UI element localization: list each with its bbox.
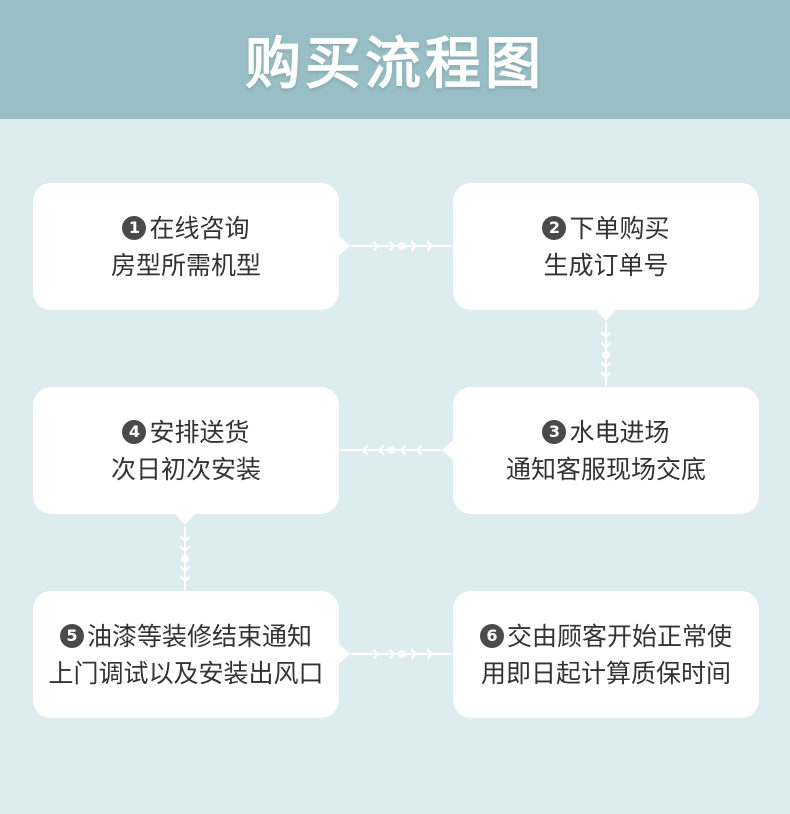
step-3-pointer — [442, 440, 453, 460]
page-title: 购买流程图 — [245, 32, 545, 97]
step-1-heading: 1 在线咨询 — [122, 210, 250, 247]
step-6-heading: 6 交由顾客开始正常使 — [479, 618, 732, 655]
step-2-pointer — [596, 310, 616, 321]
connector-1-to-2 — [351, 241, 452, 251]
step-6-card: 6 交由顾客开始正常使 用即日起计算质保时间 — [453, 591, 759, 718]
step-3-detail: 通知客服现场交底 — [505, 454, 706, 484]
connector-3-to-4 — [340, 445, 441, 455]
step-4-title: 安排送货 — [149, 417, 250, 447]
step-2-detail: 生成订单号 — [543, 250, 669, 280]
step-5-heading: 5 油漆等装修结束通知 — [59, 618, 312, 655]
connector-5-to-6 — [351, 649, 452, 659]
step-1-card: 1 在线咨询 房型所需机型 — [33, 183, 339, 310]
step-5-number-badge: 5 — [59, 624, 84, 648]
step-3-number-badge: 3 — [542, 420, 567, 444]
step-4-detail: 次日初次安装 — [110, 454, 261, 484]
step-6-number-badge: 6 — [479, 624, 504, 648]
step-4-number-badge: 4 — [122, 420, 147, 444]
step-6-title: 交由顾客开始正常使 — [506, 621, 732, 651]
step-4-heading: 4 安排送货 — [122, 414, 250, 451]
step-5-detail: 上门调试以及安装出风口 — [48, 658, 324, 688]
step-4-pointer — [175, 514, 195, 525]
step-5-pointer — [339, 644, 350, 664]
connector-2-to-3 — [601, 322, 611, 386]
step-3-card: 3 水电进场 通知客服现场交底 — [453, 387, 759, 514]
step-1-number-badge: 1 — [122, 216, 147, 240]
step-2-card: 2 下单购买 生成订单号 — [453, 183, 759, 310]
step-1-title: 在线咨询 — [149, 213, 250, 243]
step-2-number-badge: 2 — [542, 216, 567, 240]
connector-4-to-5 — [180, 526, 190, 590]
step-1-pointer — [339, 236, 350, 256]
step-2-title: 下单购买 — [569, 213, 670, 243]
flowchart-area: 1 在线咨询 房型所需机型 2 下单购买 生成订单号 3 水电进场 通知客服现场… — [0, 119, 790, 814]
step-1-detail: 房型所需机型 — [110, 250, 261, 280]
header-banner: 购买流程图 — [0, 0, 790, 119]
step-5-title: 油漆等装修结束通知 — [86, 621, 312, 651]
step-3-title: 水电进场 — [569, 417, 670, 447]
step-2-heading: 2 下单购买 — [542, 210, 670, 247]
step-4-card: 4 安排送货 次日初次安装 — [33, 387, 339, 514]
step-5-card: 5 油漆等装修结束通知 上门调试以及安装出风口 — [33, 591, 339, 718]
step-3-heading: 3 水电进场 — [542, 414, 670, 451]
step-6-detail: 用即日起计算质保时间 — [480, 658, 731, 688]
